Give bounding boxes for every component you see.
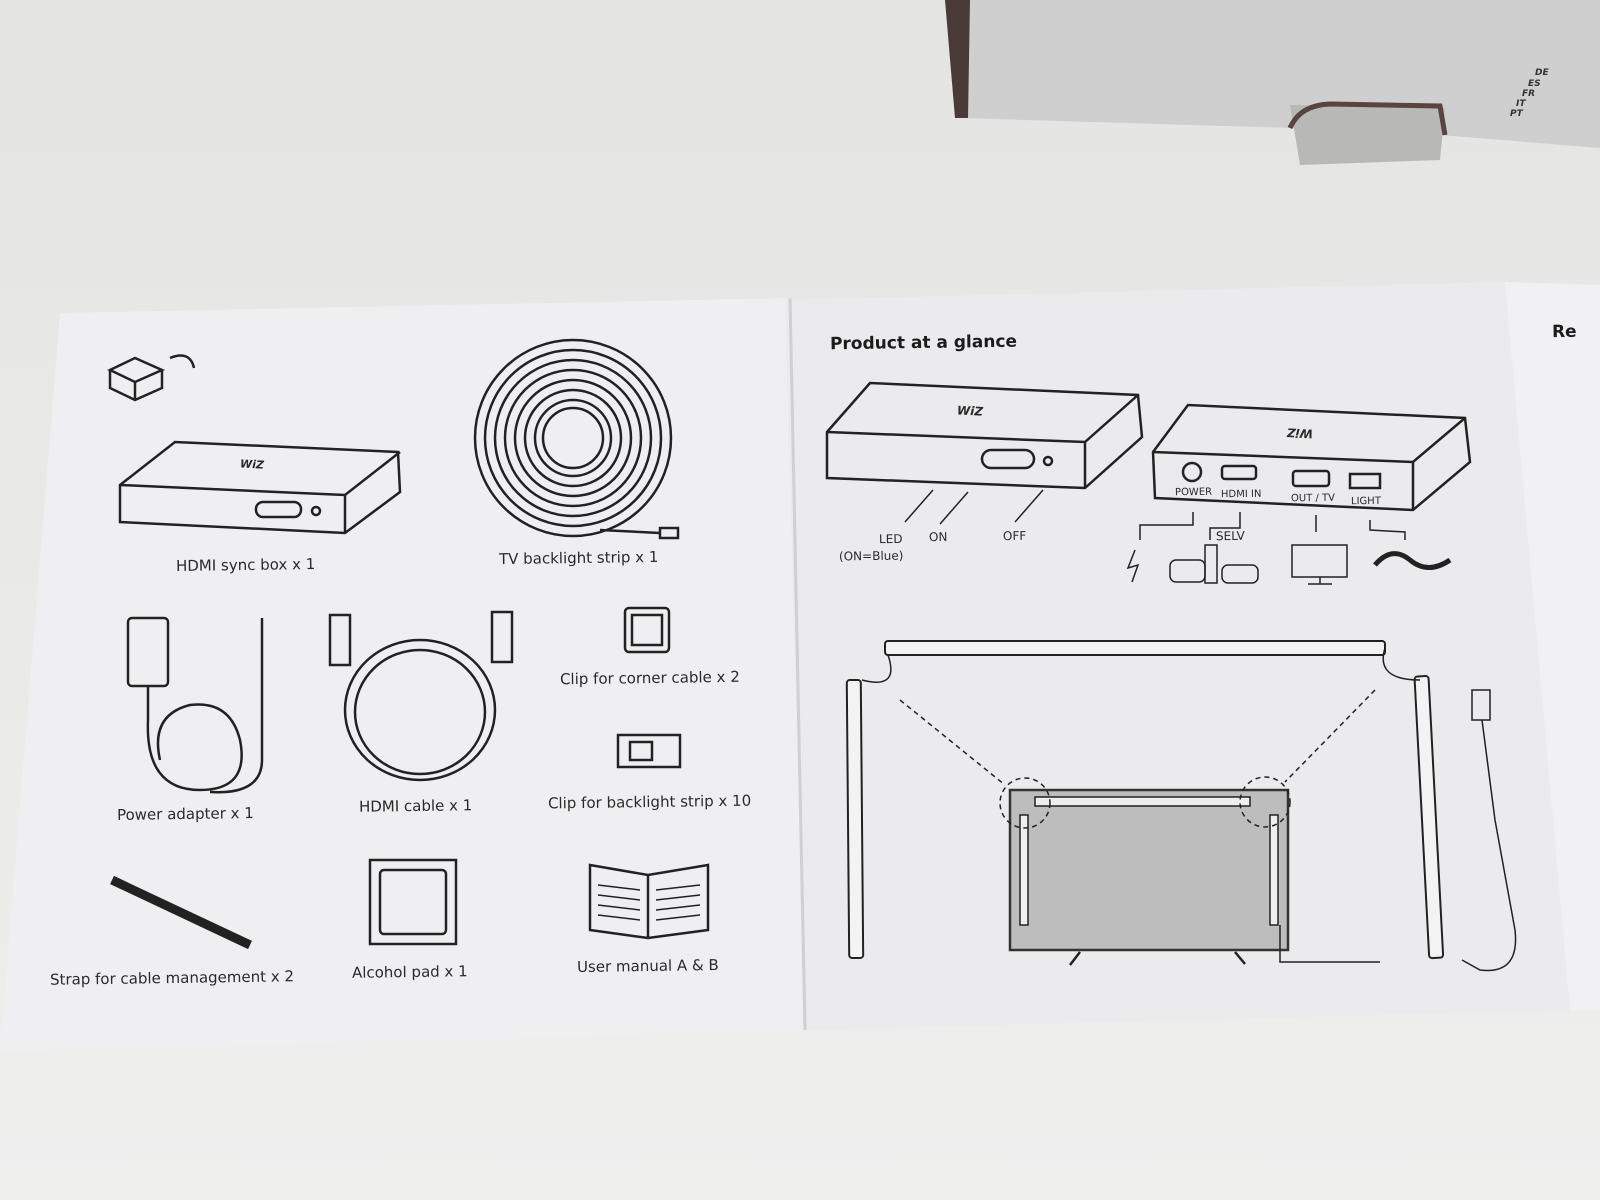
alcohol-pad-illustration [368,858,458,946]
port-label-power: POWER [1174,486,1213,499]
hdmi-sync-box-illustration [118,440,402,535]
front-label-off: OFF [1002,528,1027,544]
item-label-strap: Strap for cable management x 2 [49,967,295,989]
box-language: ES [1528,79,1541,89]
strip-clip-illustration [616,733,682,769]
brand-logo: WiZ [956,403,984,419]
front-label-led: LED [878,531,903,547]
corner-clip-illustration [623,606,671,654]
brand-logo-left: WiZ [239,457,265,472]
item-label-alcohol-pad: Alcohol pad x 1 [351,962,468,982]
manual-next-page [1505,282,1600,1010]
item-label-hdmi-cable: HDMI cable x 1 [358,796,473,816]
tv-backlight-strip-illustration [473,338,680,540]
page-title: Product at a glance [829,331,1018,355]
item-label-power-adapter: Power adapter x 1 [116,804,254,824]
strap-illustration [110,875,252,950]
box-language: PT [1510,109,1523,119]
port-label-out-tv: OUT / TV [1290,492,1336,505]
sync-box-front-illustration [825,381,1144,525]
item-label-backlight-strip: TV backlight strip x 1 [498,547,659,569]
hdmi-cable-illustration [328,610,514,782]
port-label-light: LIGHT [1350,495,1381,508]
item-label-strip-clip: Clip for backlight strip x 10 [547,791,752,813]
next-page-title-fragment: Re [1551,321,1577,343]
front-label-on: ON [928,529,948,545]
item-label-sync-box: HDMI sync box x 1 [175,555,316,575]
box-language: IT [1516,99,1526,109]
front-label-led-note: (ON=Blue) [838,548,904,564]
port-label-hdmi-in: HDMI IN [1220,488,1262,501]
user-manual-illustration [588,863,710,940]
sync-box-back-illustration [1126,403,1472,585]
item-label-user-manual: User manual A & B [576,956,719,976]
product-box [945,0,1600,165]
unbox-icon [107,354,196,402]
installation-diagram [845,640,1517,972]
box-language: FR [1522,89,1536,99]
item-label-corner-clip: Clip for corner cable x 2 [559,667,740,689]
box-language: DE [1535,68,1549,78]
port-label-selv: SELV [1215,528,1245,544]
brand-logo-back: WiZ [1286,425,1314,441]
power-adapter-illustration [126,616,264,794]
